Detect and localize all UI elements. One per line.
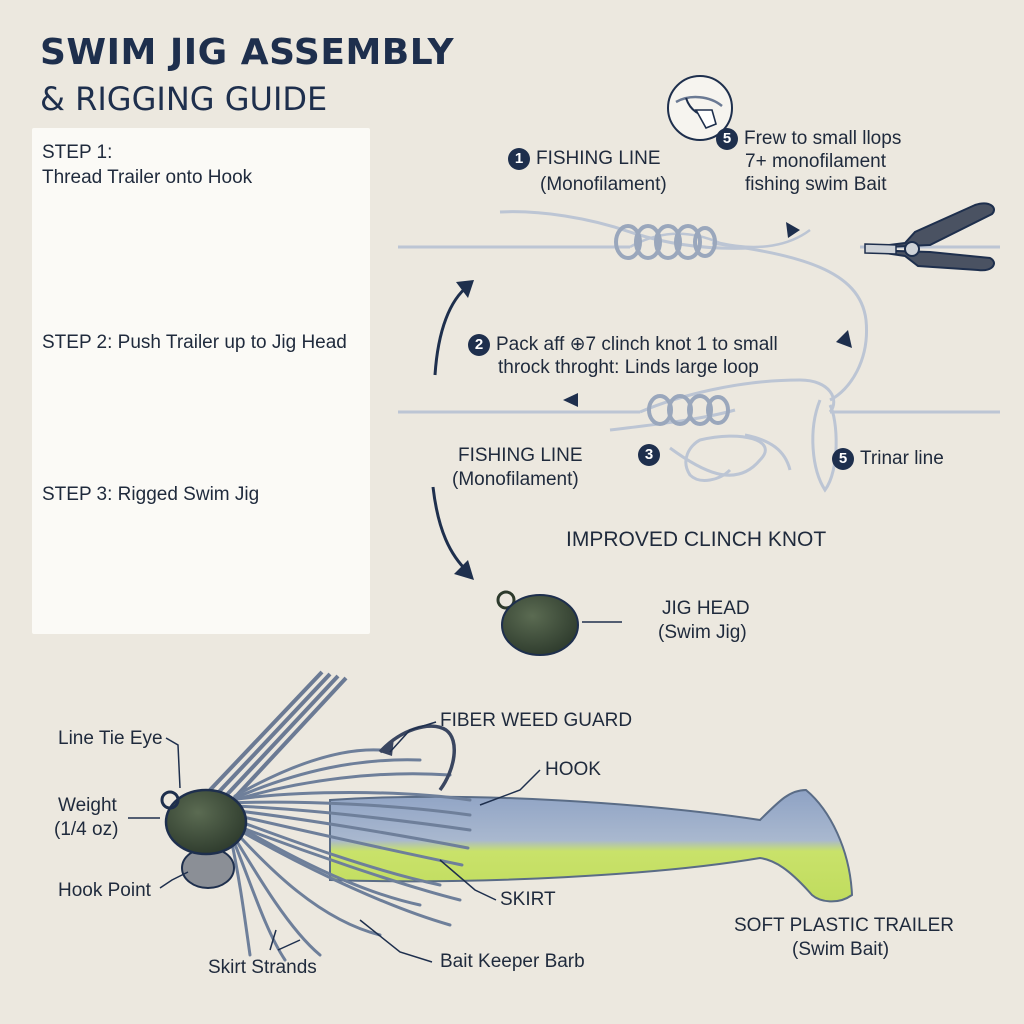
callout-3-number: 3 <box>638 444 660 466</box>
label-skirt-strands: Skirt Strands <box>208 957 317 978</box>
title-line-2: & RIGGING GUIDE <box>40 80 328 118</box>
knot-arrows <box>563 222 852 407</box>
knot-tying-hand-icon <box>667 75 733 141</box>
label-fiber-weed-guard: FIBER WEED GUARD <box>440 710 633 731</box>
pliers-icon <box>864 202 995 272</box>
title-line-1: SWIM JIG ASSEMBLY <box>40 32 455 73</box>
label-bait-keeper-barb: Bait Keeper Barb <box>440 951 585 972</box>
label-weight: Weight <box>58 795 117 816</box>
jig-head-sublabel: (Swim Jig) <box>658 622 747 643</box>
callout-1: 1 FISHING LINE <box>508 147 661 171</box>
label-weight-value: (1/4 oz) <box>54 819 119 840</box>
callout-2-line2: throck throght: Linds large loop <box>498 357 759 378</box>
step2-label: STEP 2: Push Trailer up to Jig Head <box>42 332 347 353</box>
callout-2: 2 Pack aff ⊕7 clinch knot 1 to small <box>468 333 778 357</box>
fishing-line-label: FISHING LINE <box>458 445 583 466</box>
step1-label: STEP 1: <box>42 142 113 163</box>
callout-3: 3 <box>638 443 666 467</box>
label-soft-plastic-trailer: SOFT PLASTIC TRAILER <box>734 915 954 936</box>
main-swim-jig-illustration <box>160 670 854 962</box>
fishing-line-sublabel: (Monofilament) <box>452 469 579 490</box>
callout-5-top-line3: fishing swim Bait <box>745 174 887 195</box>
jig-head-icon <box>496 590 622 656</box>
callout-5-top-number: 5 <box>716 128 738 150</box>
callout-1-line1: FISHING LINE <box>536 148 661 169</box>
label-soft-plastic-trailer-sub: (Swim Bait) <box>792 939 890 960</box>
callout-5-top-line2: 7+ monofilament <box>745 151 886 172</box>
callout-2-line1: Pack aff ⊕7 clinch knot 1 to small <box>496 334 778 355</box>
step3-label: STEP 3: Rigged Swim Jig <box>42 484 260 505</box>
step1-description: Thread Trailer onto Hook <box>42 167 253 188</box>
callout-5-right-text: Trinar line <box>860 448 944 469</box>
label-hook: HOOK <box>545 759 601 780</box>
steps-panel: STEP 1: Thread Trailer onto Hook STEP 2:… <box>32 128 370 634</box>
label-hook-point: Hook Point <box>58 880 151 901</box>
callout-5-top-line1: Frew to small llops <box>744 128 902 149</box>
knot-name: IMPROVED CLINCH KNOT <box>566 528 827 551</box>
callout-2-number: 2 <box>468 334 490 356</box>
jig-head-label: JIG HEAD <box>662 598 750 619</box>
flow-arrows <box>431 284 470 574</box>
callout-1-number: 1 <box>508 148 530 170</box>
callout-5-right: 5 Trinar line <box>832 447 944 471</box>
label-skirt: SKIRT <box>500 889 556 910</box>
callout-1-line2: (Monofilament) <box>540 174 667 195</box>
anatomy-leader-lines <box>128 721 541 963</box>
callout-5-right-number: 5 <box>832 448 854 470</box>
label-line-tie-eye: Line Tie Eye <box>58 728 163 749</box>
knot-diagram <box>398 210 1000 493</box>
callout-5-top: 5 Frew to small llops <box>716 127 901 151</box>
